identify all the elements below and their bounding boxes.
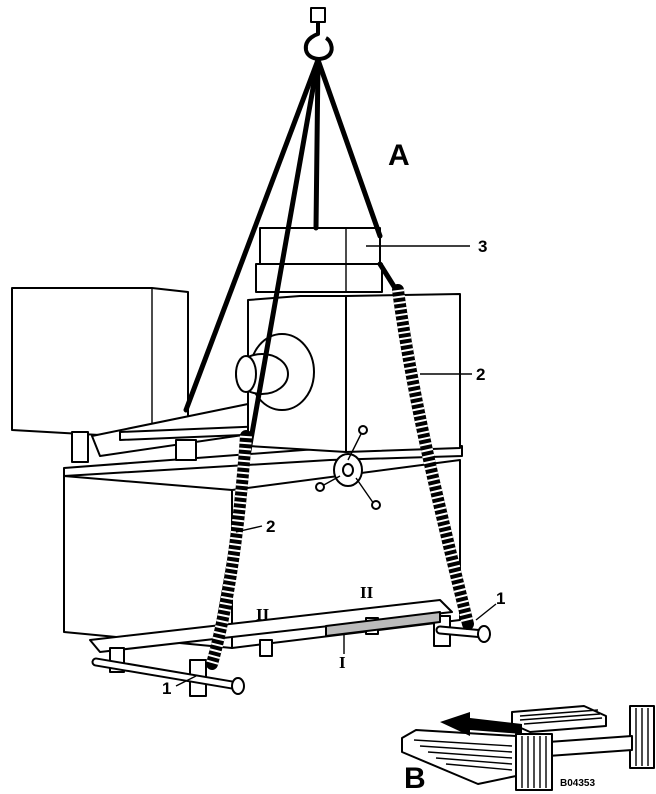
rope-left	[206, 430, 252, 670]
callout-3: 3	[478, 237, 487, 256]
lifting-bar-left	[91, 657, 243, 691]
mark-II-right: II	[360, 583, 374, 602]
machine-base	[63, 445, 463, 697]
push-direction-arrow	[440, 712, 522, 736]
machine-left-head	[11, 287, 189, 463]
drawing-code: B04353	[560, 778, 595, 789]
callout-2-right: 2	[476, 365, 485, 384]
crane-hook	[303, 7, 334, 61]
fork-front-hatch	[413, 739, 513, 771]
callout-1-left: 1	[162, 679, 171, 698]
rope-right	[392, 284, 474, 630]
mark-II-left: II	[256, 605, 270, 624]
handwheel	[315, 425, 381, 510]
view-label-a: A	[388, 139, 410, 172]
spreader-block	[255, 227, 383, 293]
fork-detail	[401, 705, 655, 791]
view-label-b: B	[404, 762, 426, 794]
callout-2-left: 2	[266, 517, 275, 536]
leader-lines	[175, 245, 497, 687]
callout-1-right: 1	[496, 589, 505, 608]
lifting-bar-right	[435, 625, 489, 639]
mark-I: I	[339, 653, 346, 672]
fork-rear-hatch	[519, 709, 603, 725]
